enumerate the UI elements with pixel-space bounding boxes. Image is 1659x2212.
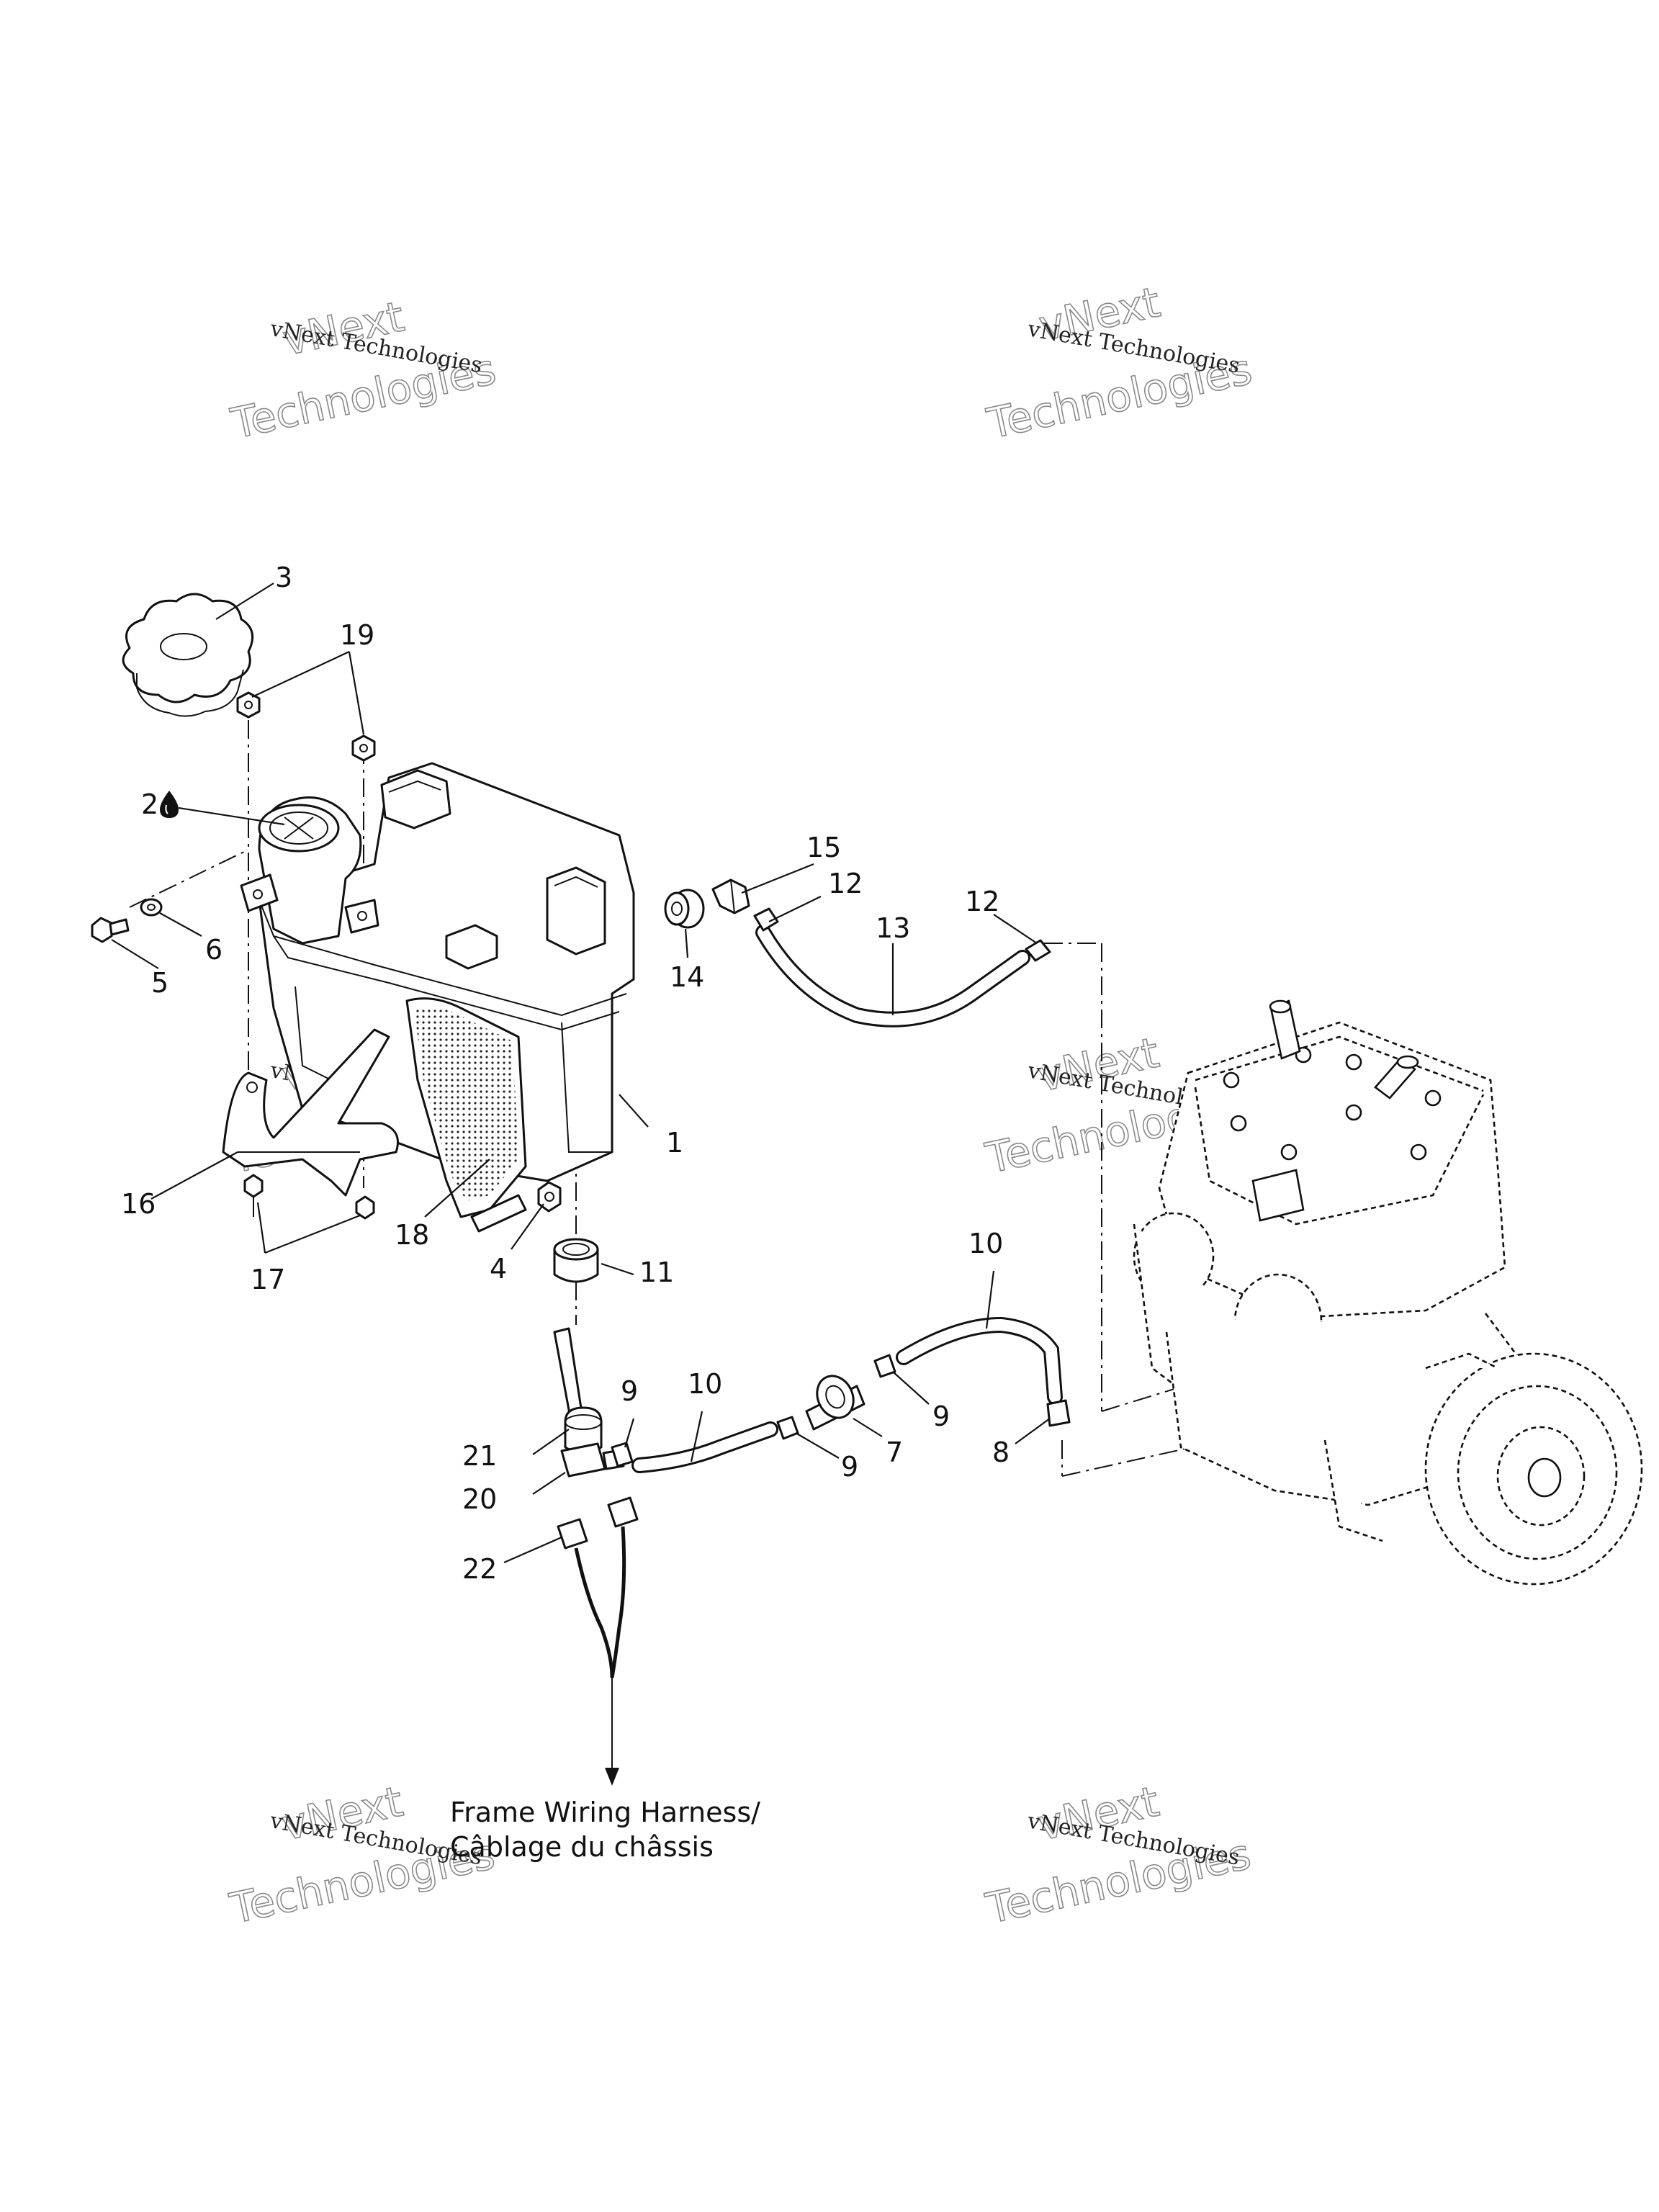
engine <box>1133 999 1643 1586</box>
clamp-9a <box>611 1442 634 1467</box>
level-sensor-21 <box>553 1327 603 1454</box>
bolt-5 <box>91 917 130 943</box>
nut-18b <box>351 734 376 762</box>
callout-13: 13 <box>876 912 910 944</box>
arrow-down-icon <box>605 1768 619 1786</box>
callout-3: 3 <box>275 562 292 593</box>
callout-17: 17 <box>251 1264 285 1295</box>
clamp-8 <box>1046 1399 1071 1427</box>
callout-22: 22 <box>462 1553 497 1585</box>
wiring-harness-22 <box>557 1496 639 1771</box>
callout-9b: 9 <box>932 1401 950 1432</box>
inline-filter-7 <box>805 1375 866 1431</box>
callout-16: 16 <box>121 1188 156 1220</box>
callout-5: 5 <box>151 967 168 999</box>
leader-lines <box>111 583 1051 1564</box>
clamp-9c <box>873 1354 896 1378</box>
callout-18: 19 <box>340 619 374 651</box>
callout-11: 11 <box>639 1256 674 1288</box>
callout-7: 7 <box>886 1437 903 1468</box>
callout-14: 14 <box>670 961 704 993</box>
callout-2: 2 <box>141 788 158 820</box>
callout-12a: 12 <box>828 868 863 899</box>
elbow-fitting-15 <box>711 878 750 914</box>
bolt-17a <box>243 1174 264 1217</box>
washer-6 <box>140 898 163 917</box>
callout-10a: 10 <box>968 1228 1003 1259</box>
callout-20: 20 <box>462 1483 497 1515</box>
harness-caption: Frame Wiring Harness/ Câblage du châssis <box>450 1797 760 1863</box>
callout-1: 1 <box>666 1127 683 1159</box>
oil-drop-icon <box>160 791 179 818</box>
clamp-9b <box>776 1416 799 1440</box>
callout-6: 6 <box>205 934 222 966</box>
caption-line-2: Câblage du châssis <box>450 1831 714 1863</box>
watermark-top-left: vNext Technologies vNext Technologies <box>226 292 500 449</box>
callout-12b: 12 <box>965 886 999 917</box>
grommet-11 <box>553 1238 599 1283</box>
heat-shield <box>405 997 527 1233</box>
watermark-top-right: vNext Technologies vNext Technologies <box>982 277 1256 449</box>
hose-13 <box>753 907 1051 1028</box>
callout-10b: 10 <box>688 1368 722 1400</box>
callout-9c: 9 <box>841 1451 858 1483</box>
callout-9a: 9 <box>621 1375 638 1407</box>
nut-18a <box>236 691 261 719</box>
callout-15: 15 <box>806 832 841 863</box>
oil-cap <box>122 593 254 717</box>
callout-8: 8 <box>992 1437 1010 1468</box>
mounting-bracket <box>222 1028 399 1197</box>
hose-10b <box>896 1316 1063 1405</box>
caption-line-1: Frame Wiring Harness/ <box>450 1797 760 1828</box>
callout-19: 18 <box>395 1219 429 1251</box>
hose-10a <box>631 1421 778 1473</box>
grommet-14 <box>664 889 705 929</box>
callout-labels: 3 19 2 6 5 14 15 12 13 12 1 16 18 4 11 1… <box>121 562 1010 1585</box>
bolt-17b <box>355 1195 375 1220</box>
watermark-bottom-right: vNext Technologies vNext Technologies <box>981 1776 1255 1934</box>
callout-21: 21 <box>462 1440 497 1472</box>
callout-4: 4 <box>490 1253 507 1285</box>
grommet-4 <box>537 1181 562 1213</box>
